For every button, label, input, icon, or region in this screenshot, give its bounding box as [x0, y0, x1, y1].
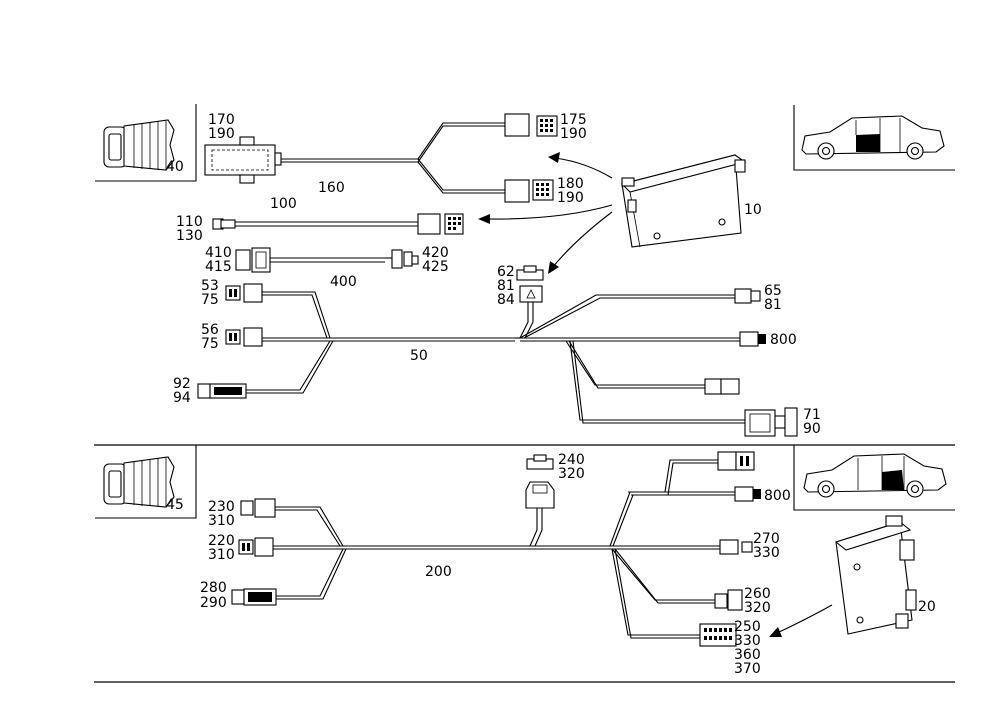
label-800-b: 800 [764, 488, 791, 504]
label-75-a: 75 [201, 292, 219, 308]
connector-mid-right [704, 378, 740, 395]
inset-box-45: 45 [95, 445, 197, 519]
label-190-b: 190 [560, 126, 587, 142]
label-320-b: 320 [744, 600, 771, 616]
label-180: 180 [557, 176, 584, 192]
connector-170-190 [204, 136, 282, 184]
inset-box-40: 40 [95, 104, 197, 182]
label-81-a: 81 [497, 278, 515, 294]
connector-800-top [739, 331, 766, 347]
connector-250-330-360-370 [699, 623, 737, 647]
connector-175-190 [504, 113, 558, 137]
wire-harness-50 [245, 291, 745, 424]
label-84: 84 [497, 292, 515, 308]
switch-240-320 [525, 454, 555, 509]
connector-53-75 [225, 283, 263, 303]
label-330-b: 330 [734, 633, 761, 649]
label-280: 280 [200, 580, 227, 596]
label-75-b: 75 [201, 336, 219, 352]
wire-harness-200 [270, 459, 735, 639]
label-220: 220 [208, 533, 235, 549]
label-330-a: 330 [753, 545, 780, 561]
label-71: 71 [803, 407, 821, 423]
label-240: 240 [558, 452, 585, 468]
connector-800-bottom [734, 486, 761, 502]
label-270: 270 [753, 531, 780, 547]
label-65: 65 [764, 283, 782, 299]
bellows-grommet-40 [103, 119, 175, 171]
label-81-b: 81 [764, 297, 782, 313]
label-190-c: 190 [557, 190, 584, 206]
control-unit-10 [620, 154, 747, 248]
connector-270-330 [719, 539, 753, 555]
label-53: 53 [201, 278, 219, 294]
switch-62-81-84 [516, 265, 544, 303]
label-800-a: 800 [770, 332, 797, 348]
connector-92-94 [197, 383, 247, 399]
label-94: 94 [173, 390, 191, 406]
label-20: 20 [918, 599, 936, 615]
label-45: 45 [166, 497, 184, 513]
frame-lines [94, 444, 955, 683]
connector-220-310 [238, 537, 274, 557]
pointer-arrows-top [478, 152, 613, 274]
connector-56-75 [225, 327, 263, 347]
label-310-b: 310 [208, 547, 235, 563]
label-290: 290 [200, 595, 227, 611]
label-360: 360 [734, 647, 761, 663]
wire-100 [212, 213, 464, 235]
label-230: 230 [208, 499, 235, 515]
inset-car-top [793, 105, 955, 171]
switch-71-90 [744, 407, 798, 437]
connector-280-290 [231, 588, 277, 606]
label-92: 92 [173, 376, 191, 392]
label-56: 56 [201, 322, 219, 338]
label-415: 415 [205, 259, 232, 275]
connector-top-right-bottom [717, 451, 755, 471]
label-420: 420 [422, 245, 449, 261]
label-170: 170 [208, 112, 235, 128]
connector-180-190 [504, 179, 554, 203]
label-320-a: 320 [558, 466, 585, 482]
label-10: 10 [744, 202, 762, 218]
label-400: 400 [330, 274, 357, 290]
bellows-grommet-45 [103, 456, 175, 508]
car-silhouette-top [801, 115, 945, 160]
label-110: 110 [176, 214, 203, 230]
label-90: 90 [803, 421, 821, 437]
label-175: 175 [560, 112, 587, 128]
label-370: 370 [734, 661, 761, 677]
connector-65-81 [734, 288, 761, 304]
label-250: 250 [734, 619, 761, 635]
connector-230-310 [240, 498, 276, 518]
label-40: 40 [166, 159, 184, 175]
label-62: 62 [497, 264, 515, 280]
label-260: 260 [744, 586, 771, 602]
label-200: 200 [425, 564, 452, 580]
car-silhouette-bottom [803, 453, 947, 498]
label-410: 410 [205, 245, 232, 261]
label-130: 130 [176, 228, 203, 244]
label-100: 100 [270, 196, 297, 212]
wire-harness-160 [281, 122, 505, 194]
label-190-a: 190 [208, 126, 235, 142]
label-310-a: 310 [208, 513, 235, 529]
connector-260-320 [714, 589, 743, 611]
inset-car-bottom [793, 445, 955, 511]
wire-400 [235, 247, 419, 273]
control-unit-20 [834, 515, 917, 635]
label-50: 50 [410, 348, 428, 364]
label-160: 160 [318, 180, 345, 196]
pointer-arrow-bottom [769, 604, 833, 637]
label-425: 425 [422, 259, 449, 275]
